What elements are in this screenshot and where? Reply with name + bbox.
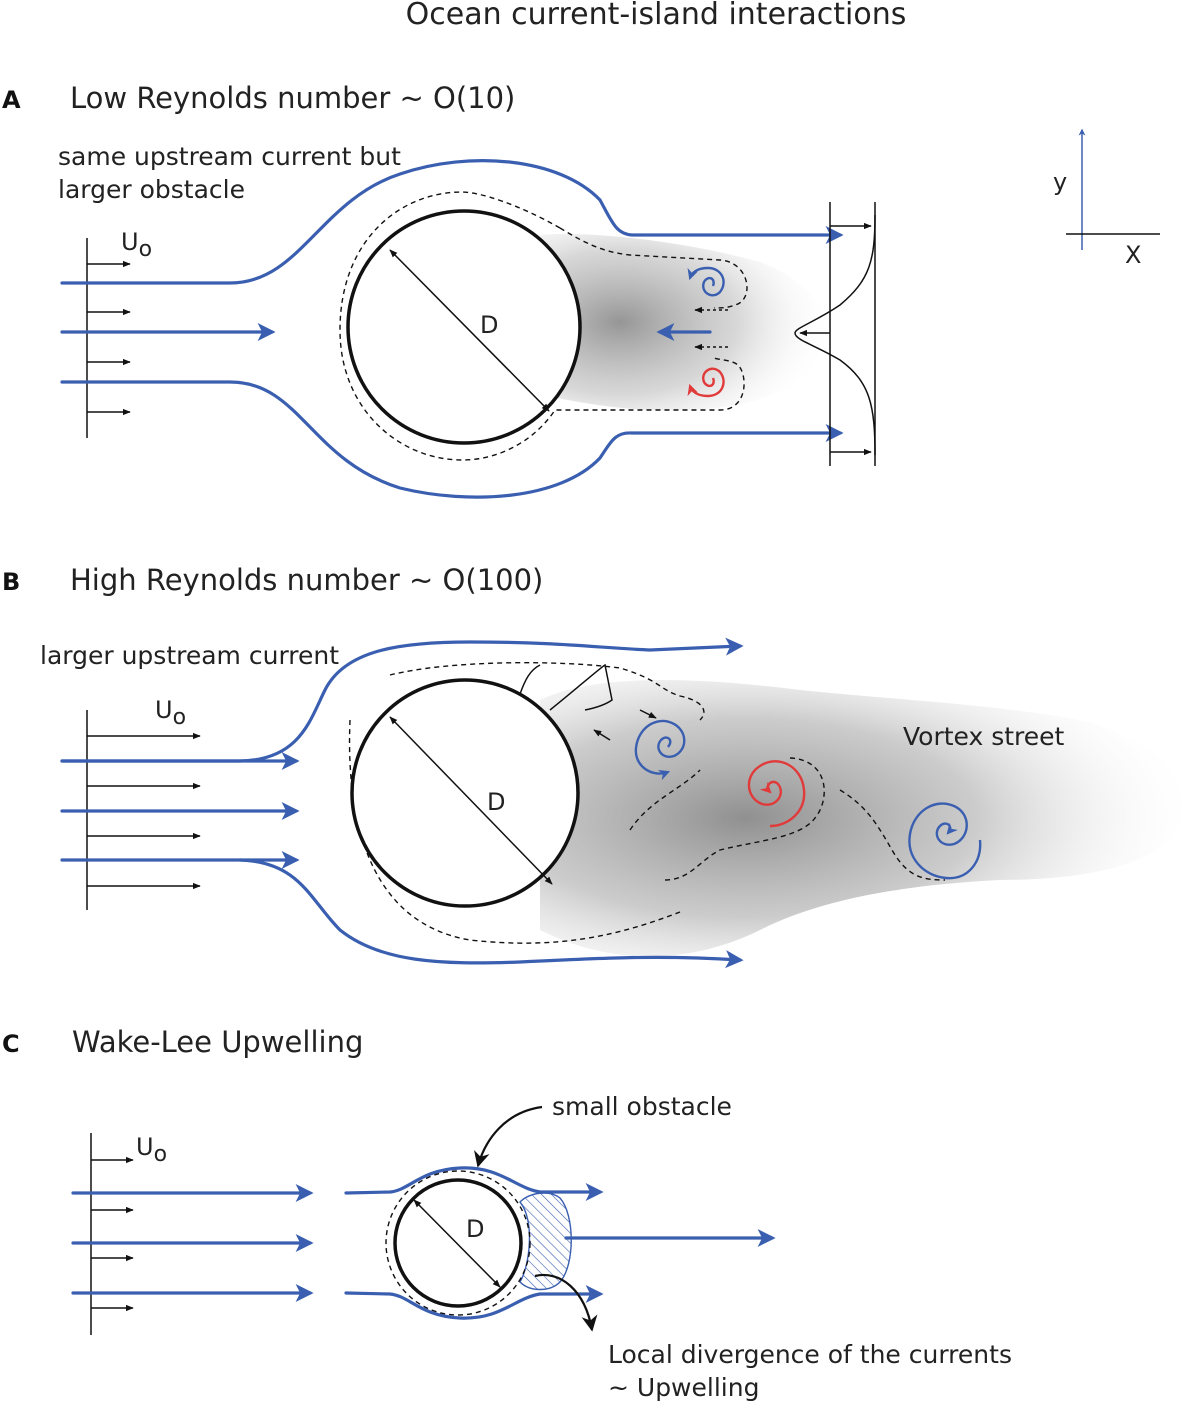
panel-b-boundary-layer-arrow xyxy=(593,729,611,741)
panel-c-diameter-label: D xyxy=(466,1215,484,1243)
panel-c-separation-boundary xyxy=(385,1170,531,1316)
panel-a-diameter-label: D xyxy=(480,311,498,339)
panel-a-letter: A xyxy=(2,86,21,114)
panel-b-vortex-boundary xyxy=(839,789,946,881)
panel-c-streamline-top xyxy=(344,1166,604,1201)
panel-c-diameter-line xyxy=(413,1199,501,1288)
panel-a-anticyclonic-eddy xyxy=(687,367,725,398)
panel-b-letter: B xyxy=(2,568,20,596)
panel-c-velocity-label: Uo xyxy=(136,1133,167,1167)
panel-a-cyclonic-eddy xyxy=(687,266,725,297)
panel-c-divergence-zone xyxy=(519,1192,572,1291)
panel-b-diameter-line xyxy=(389,716,553,885)
panel-c-letter: C xyxy=(2,1030,20,1058)
panel-b-streamline-bottom xyxy=(238,858,744,969)
y-axis-label: y xyxy=(1053,168,1067,196)
panel-b-boundary-layer-arrow xyxy=(639,709,657,719)
figure-title: Ocean current-island interactions xyxy=(406,0,907,32)
panel-b-diameter-label: D xyxy=(487,788,505,816)
panel-a-streamline-bottom xyxy=(60,380,844,499)
panel-b-boundary-layer-profile xyxy=(549,663,613,711)
panel-c-obstacle-label: small obstacle xyxy=(552,1092,732,1121)
panel-a-separation-boundary xyxy=(339,191,745,461)
panel-c-obstacle-pointer xyxy=(474,1105,543,1168)
panel-b-vortex-boundary xyxy=(664,757,825,881)
panel-a: A Low Reynolds number ~ O(10) same upstr… xyxy=(2,81,876,499)
panel-c-divergence-label-line1: Local divergence of the currents xyxy=(608,1340,1012,1369)
panel-a-separation-boundary-upper xyxy=(559,227,748,309)
panel-a-note-line1: same upstream current but xyxy=(58,142,401,171)
panel-c-divergence-label-line2: ~ Upwelling xyxy=(608,1373,759,1402)
panel-b: B High Reynolds number ~ O(100) larger u… xyxy=(2,563,1182,969)
axes-indicator: y X xyxy=(1053,128,1160,269)
panel-a-title: Low Reynolds number ~ O(10) xyxy=(70,81,515,115)
panel-a-note-line2: larger obstacle xyxy=(58,175,245,204)
panel-b-boundary-layer-profile xyxy=(519,664,541,695)
panel-a-diameter-line xyxy=(389,249,550,412)
panel-a-downstream-profile xyxy=(794,214,876,456)
panel-b-blue-vortex-downstream xyxy=(908,802,982,880)
panel-b-red-vortex xyxy=(747,760,806,828)
panel-a-wake-shading xyxy=(540,234,827,411)
panel-b-vortex-boundary xyxy=(629,769,701,831)
panel-b-blue-vortex xyxy=(634,719,686,781)
panel-c-island xyxy=(393,1178,523,1308)
panel-b-island xyxy=(350,678,580,908)
panel-b-streamline-top xyxy=(60,637,744,763)
panel-b-separation-boundary xyxy=(389,661,705,721)
panel-c-divergence-pointer xyxy=(534,1273,598,1332)
panel-c-title: Wake-Lee Upwelling xyxy=(72,1025,363,1059)
panel-b-note-line1: larger upstream current xyxy=(40,641,339,670)
panel-a-velocity-label: Uo xyxy=(121,228,152,262)
panel-c: C Wake-Lee Upwelling Uo D small obstacle… xyxy=(2,1025,1012,1402)
panel-b-velocity-label: Uo xyxy=(155,696,186,730)
panel-b-title: High Reynolds number ~ O(100) xyxy=(70,563,543,597)
panel-c-streamline-bottom xyxy=(344,1285,604,1320)
panel-b-wake-shading xyxy=(540,680,1182,957)
x-axis-label: X xyxy=(1125,241,1141,269)
panel-a-streamline-top xyxy=(60,159,844,285)
panel-b-vortex-street-label: Vortex street xyxy=(903,722,1065,751)
